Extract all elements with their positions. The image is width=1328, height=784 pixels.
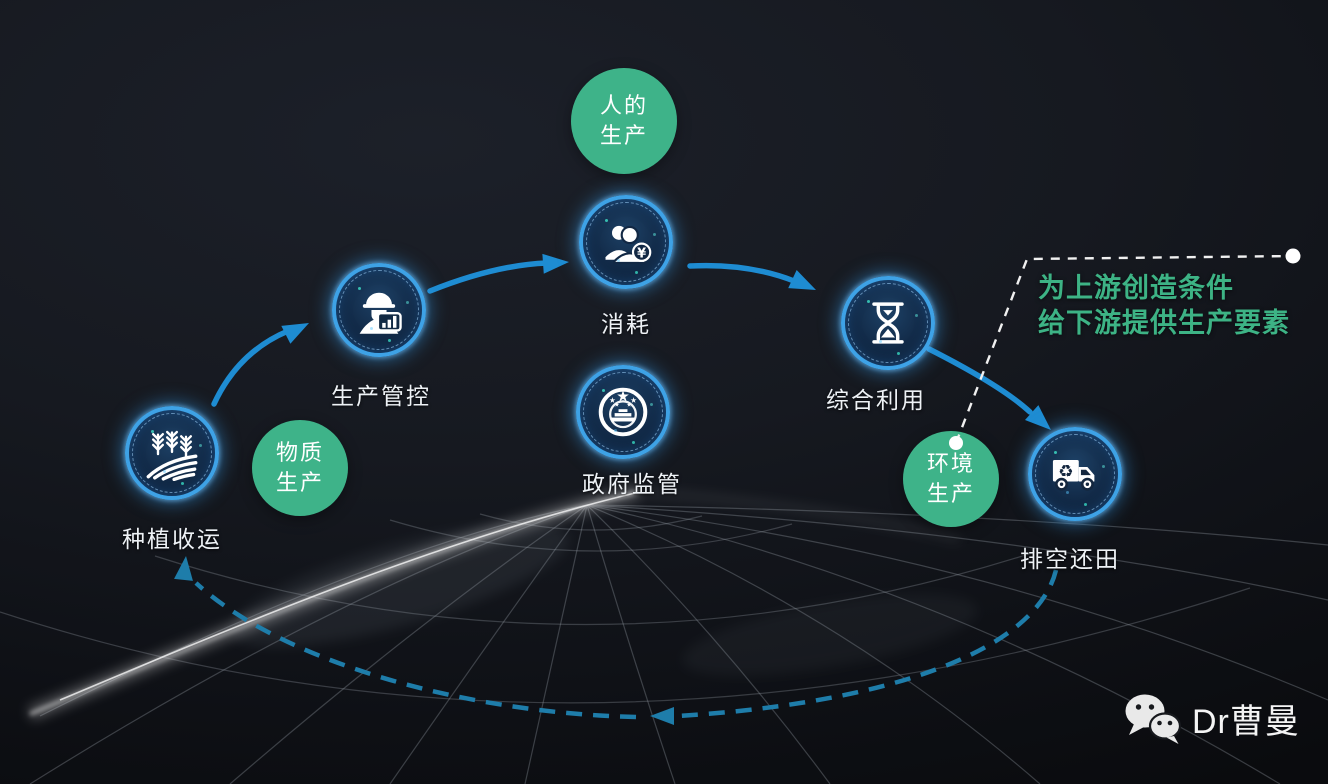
wechat-icon bbox=[1125, 694, 1182, 744]
node-label-consumption: 消耗 bbox=[601, 311, 651, 337]
badge-environment-production: 环境 生产 bbox=[903, 431, 999, 527]
node-label-government: 政府监管 bbox=[582, 471, 682, 497]
cycle-arrowhead-end bbox=[174, 556, 193, 581]
cycle-arrowhead-mid bbox=[650, 707, 674, 725]
flow-arrow-control-to-consumption bbox=[427, 260, 550, 294]
node-label-utilization: 综合利用 bbox=[826, 387, 926, 413]
government-emblem-icon bbox=[598, 387, 648, 437]
badge-line: 生产 bbox=[599, 123, 648, 148]
node-consumption: ¥ bbox=[579, 195, 673, 289]
node-label-discharge: 排空还田 bbox=[1020, 546, 1120, 572]
yuan-symbol: ¥ bbox=[637, 247, 646, 262]
cycle-arc-left bbox=[194, 581, 637, 720]
node-label-control: 生产管控 bbox=[331, 383, 431, 409]
recycle-truck-icon: ♻ bbox=[1052, 460, 1095, 491]
worker-chart-icon bbox=[359, 292, 402, 334]
recycle-symbol: ♻ bbox=[1058, 462, 1073, 482]
connector-dot-end bbox=[1285, 248, 1301, 264]
badge-line: 环境 bbox=[926, 451, 975, 476]
node-label-planting: 种植收运 bbox=[122, 526, 222, 552]
emblem-gate bbox=[611, 409, 635, 422]
hourglass-icon bbox=[872, 302, 904, 344]
badge-line: 人的 bbox=[599, 93, 648, 118]
watermark-brand: Dr曹曼 bbox=[1192, 702, 1300, 741]
badge-material-production: 物质 生产 bbox=[252, 420, 348, 516]
people-currency-icon: ¥ bbox=[605, 225, 652, 265]
annotation-text: 为上游创造条件 给下游提供生产要素 bbox=[1038, 271, 1290, 341]
continent-shadows bbox=[231, 523, 978, 676]
node-discharge-return: ♻ bbox=[1028, 427, 1122, 521]
node-planting bbox=[125, 406, 219, 500]
annotation-line1: 为上游创造条件 bbox=[1038, 273, 1234, 303]
badge-line: 生产 bbox=[275, 470, 324, 495]
node-government-supervision bbox=[576, 365, 670, 459]
badge-line: 物质 bbox=[275, 440, 324, 465]
cycle-dashed-arc bbox=[194, 569, 1059, 720]
watermark: Dr曹曼 bbox=[1122, 690, 1300, 746]
wheat-field-icon bbox=[146, 430, 198, 481]
node-comprehensive-utilization bbox=[841, 276, 935, 370]
badge-line: 生产 bbox=[926, 481, 975, 506]
badge-human-production: 人的 生产 bbox=[571, 68, 677, 174]
node-production-control bbox=[332, 263, 426, 357]
annotation-line2: 给下游提供生产要素 bbox=[1038, 308, 1290, 338]
cycle-arc-right bbox=[677, 569, 1059, 719]
emblem-stars bbox=[609, 390, 637, 407]
flow-arrow-consumption-to-utilization bbox=[687, 262, 797, 284]
